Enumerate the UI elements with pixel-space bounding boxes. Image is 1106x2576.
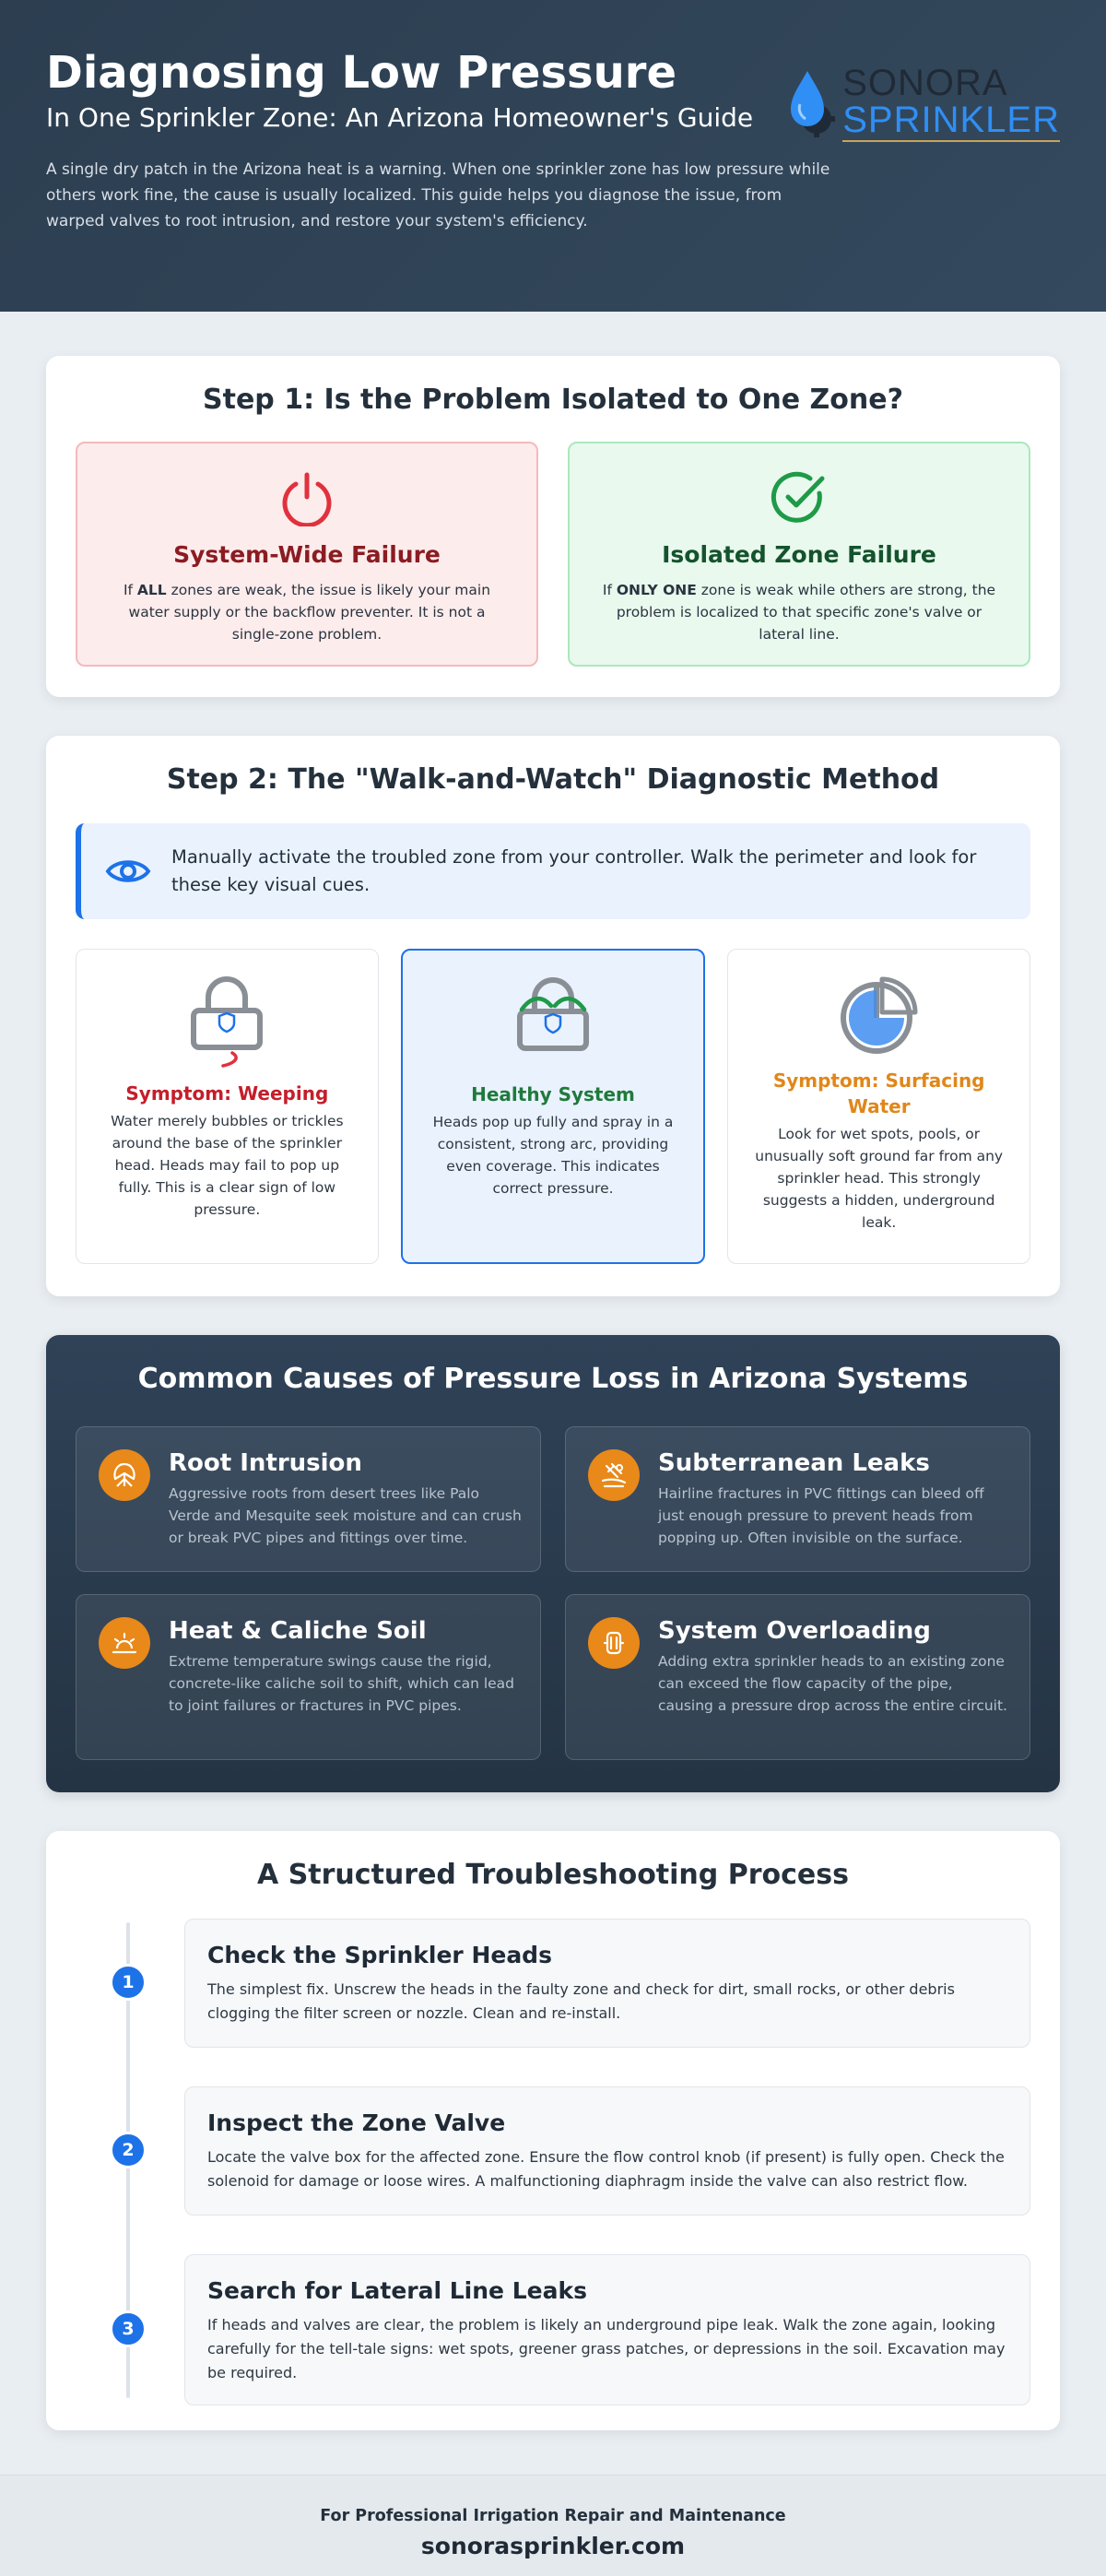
cause-text: Adding extra sprinkler heads to an exist… [658, 1653, 1007, 1714]
symptom-weeping-card: Symptom: Weeping Water merely bubbles or… [76, 949, 379, 1264]
weeping-text: Water merely bubbles or trickles around … [111, 1113, 344, 1218]
process-step-title: Inspect the Zone Valve [207, 2109, 506, 2136]
cause-root-intrusion: Root Intrusion Aggressive roots from des… [76, 1426, 541, 1572]
surfacing-water-title: Symptom: Surfacing Water [772, 1069, 985, 1117]
system-wide-text: If ALL zones are weak, the issue is like… [123, 582, 491, 643]
step-number-badge: 1 [110, 1964, 147, 2001]
cause-text: Aggressive roots from desert trees like … [169, 1485, 522, 1546]
cause-text: Hairline fractures in PVC fittings can b… [658, 1485, 984, 1546]
sun-heat-icon [99, 1617, 150, 1669]
sprinkler-weeping-icon [191, 976, 264, 1068]
eye-icon [105, 860, 151, 882]
surfacing-water-text: Look for wet spots, pools, or unusually … [755, 1126, 1004, 1231]
root-icon [99, 1449, 150, 1501]
intro-text: A single dry patch in the Arizona heat i… [46, 160, 830, 230]
step-number-badge: 3 [110, 2310, 147, 2347]
isolated-zone-title: Isolated Zone Failure [662, 541, 936, 568]
cause-system-overloading: System Overloading Adding extra sprinkle… [565, 1594, 1030, 1760]
cause-title: Root Intrusion [169, 1449, 362, 1477]
isolated-zone-text: If ONLY ONE zone is weak while others ar… [602, 582, 996, 643]
cause-title: Heat & Caliche Soil [169, 1617, 427, 1645]
healthy-system-card: Healthy System Heads pop up fully and sp… [400, 949, 706, 1264]
step2-title: Step 2: The "Walk-and-Watch" Diagnostic … [166, 763, 940, 796]
cause-subterranean-leaks: Subterranean Leaks Hairline fractures in… [565, 1426, 1030, 1572]
process-step-1: 1 Check the Sprinkler Heads The simplest… [110, 1919, 1030, 2048]
process-timeline: 1 Check the Sprinkler Heads The simplest… [76, 1919, 1030, 2405]
power-icon [282, 472, 332, 528]
water-drop-gear-icon [791, 71, 836, 137]
healthy-title: Healthy System [471, 1083, 635, 1105]
process-step-3: 3 Search for Lateral Line Leaks If heads… [110, 2254, 1030, 2405]
system-wide-title: System-Wide Failure [173, 541, 441, 568]
system-wide-failure-box: System-Wide Failure If ALL zones are wea… [76, 442, 538, 667]
cause-text: Extreme temperature swings cause the rig… [169, 1653, 515, 1714]
process-step-text: If heads and valves are clear, the probl… [207, 2316, 1006, 2381]
brand-logo: SONORA SPRINKLER [789, 65, 1060, 142]
walk-watch-callout: Manually activate the troubled zone from… [76, 823, 1030, 919]
symptom-surfacing-water-card: Symptom: Surfacing Water Look for wet sp… [727, 949, 1031, 1264]
process-step-title: Search for Lateral Line Leaks [207, 2277, 587, 2304]
logo-text-top: SONORA [842, 63, 1008, 103]
check-circle-icon [771, 471, 825, 523]
pie-chart-icon [840, 976, 918, 1054]
process-step-text: Locate the valve box for the affected zo… [207, 2148, 1005, 2190]
step1-title: Step 1: Is the Problem Isolated to One Z… [203, 384, 903, 416]
step-number-badge: 2 [110, 2132, 147, 2168]
process-step-text: The simplest fix. Unscrew the heads in t… [207, 1980, 955, 2022]
causes-section: Common Causes of Pressure Loss in Arizon… [46, 1335, 1060, 1792]
cause-title: System Overloading [658, 1617, 931, 1645]
troubleshooting-process-card: A Structured Troubleshooting Process 1 C… [46, 1831, 1060, 2430]
process-title: A Structured Troubleshooting Process [257, 1859, 849, 1891]
leak-icon [588, 1449, 640, 1501]
footer: For Professional Irrigation Repair and M… [0, 2475, 1106, 2576]
header: Diagnosing Low Pressure In One Sprinkler… [0, 0, 1106, 312]
causes-title: Common Causes of Pressure Loss in Arizon… [137, 1363, 969, 1395]
step2-card: Step 2: The "Walk-and-Watch" Diagnostic … [46, 736, 1060, 1296]
logo-text-bottom: SPRINKLER [842, 100, 1060, 142]
footer-website-link[interactable]: sonorasprinkler.com [420, 2533, 686, 2559]
weeping-title: Symptom: Weeping [125, 1082, 329, 1105]
step1-card: Step 1: Is the Problem Isolated to One Z… [46, 356, 1060, 697]
cause-title: Subterranean Leaks [658, 1449, 930, 1477]
footer-tagline: For Professional Irrigation Repair and M… [320, 2507, 786, 2525]
process-step-title: Check the Sprinkler Heads [207, 1942, 552, 1968]
page-title: Diagnosing Low Pressure [46, 47, 677, 99]
process-step-2: 2 Inspect the Zone Valve Locate the valv… [110, 2086, 1030, 2216]
isolated-zone-failure-box: Isolated Zone Failure If ONLY ONE zone i… [568, 442, 1030, 667]
sprinkler-healthy-icon [517, 977, 589, 1051]
callout-text: Manually activate the troubled zone from… [171, 846, 977, 895]
cause-heat-caliche-soil: Heat & Caliche Soil Extreme temperature … [76, 1594, 541, 1760]
pipe-overload-icon [588, 1617, 640, 1669]
page-subtitle: In One Sprinkler Zone: An Arizona Homeow… [46, 102, 754, 133]
healthy-text: Heads pop up fully and spray in a consis… [432, 1114, 674, 1197]
